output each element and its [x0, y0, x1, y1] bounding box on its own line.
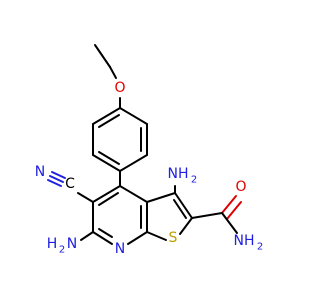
thiophene-s-label: S: [169, 230, 178, 246]
bond-carbonyl-o-inner: [226, 201, 242, 220]
pyridine-ring: [92, 185, 148, 245]
c6-amino-sub-label: 2: [59, 245, 65, 256]
nitrile-group: [47, 171, 94, 203]
pyr-bond-c6-n: [92, 231, 113, 245]
bond-c6-nh2: [80, 231, 94, 241]
phenyl-bond-3: [119, 154, 148, 172]
phenyl-bond-6-inner: [98, 114, 120, 128]
pyr-bond-c3a-c4: [119, 185, 148, 203]
pyr-bond-c4-c5: [92, 185, 121, 203]
bond-ethyl-ch2-o: [109, 66, 117, 79]
bond-carbonyl-n: [221, 212, 238, 234]
phenyl-bond-4-inner: [98, 151, 120, 165]
pyr-bond-c6-n-inner: [98, 228, 113, 238]
c6-amino-label: H 2 N: [47, 236, 78, 256]
thio-bond-s-c7a: [146, 231, 167, 241]
amide-nh2-label: NH 2: [234, 233, 264, 253]
c3-amino-label: NH 2: [168, 166, 198, 186]
carboxamide-group: [191, 195, 242, 234]
thio-bond-c3-c2: [174, 192, 193, 219]
c3-amino-sub-label: 2: [191, 175, 197, 186]
c3-amino-nh-label: NH: [168, 166, 189, 182]
thiophene-ring: [146, 192, 193, 241]
nitrile-label: N C: [35, 164, 75, 192]
thio-bond-c2-s: [179, 217, 193, 235]
pyr-bond-c4-c5-inner: [98, 192, 119, 206]
thio-bond-c3-c2-inner: [173, 199, 187, 219]
ethoxy-group: [94, 44, 121, 109]
carbonyl-oxygen-label: O: [235, 179, 246, 195]
amide-sub-label: 2: [257, 242, 263, 253]
nitrile-n-label: N: [35, 164, 45, 180]
molecule-structure: O N C NH 2 H 2 N N S O NH 2: [35, 44, 264, 257]
bond-nitrile-triple-2: [51, 171, 66, 179]
bond-nitrile-triple-3: [47, 179, 62, 187]
phenyl-bond-4: [92, 154, 121, 172]
pyridine-n-label: N: [115, 241, 125, 257]
bond-ethyl-ch3-ch2: [94, 44, 111, 68]
bond-carbonyl-o: [221, 195, 237, 214]
bond-nitrile-triple-1: [49, 175, 64, 183]
amide-nh-label: NH: [234, 233, 255, 249]
bond-c2-carbonyl: [191, 212, 223, 219]
thio-bond-c3a-c3: [146, 192, 176, 203]
bond-c5-cn: [77, 192, 94, 203]
phenyl-bond-6: [92, 107, 121, 125]
phenyl-ring: [92, 107, 148, 172]
phenyl-bond-1: [119, 107, 148, 125]
c6-amino-h-label: H: [47, 236, 58, 252]
ether-oxygen-label: O: [114, 80, 125, 96]
c6-amino-n-label: N: [67, 236, 77, 252]
nitrile-c-label: C: [65, 176, 75, 192]
pyr-bond-n-c7a: [127, 231, 148, 245]
